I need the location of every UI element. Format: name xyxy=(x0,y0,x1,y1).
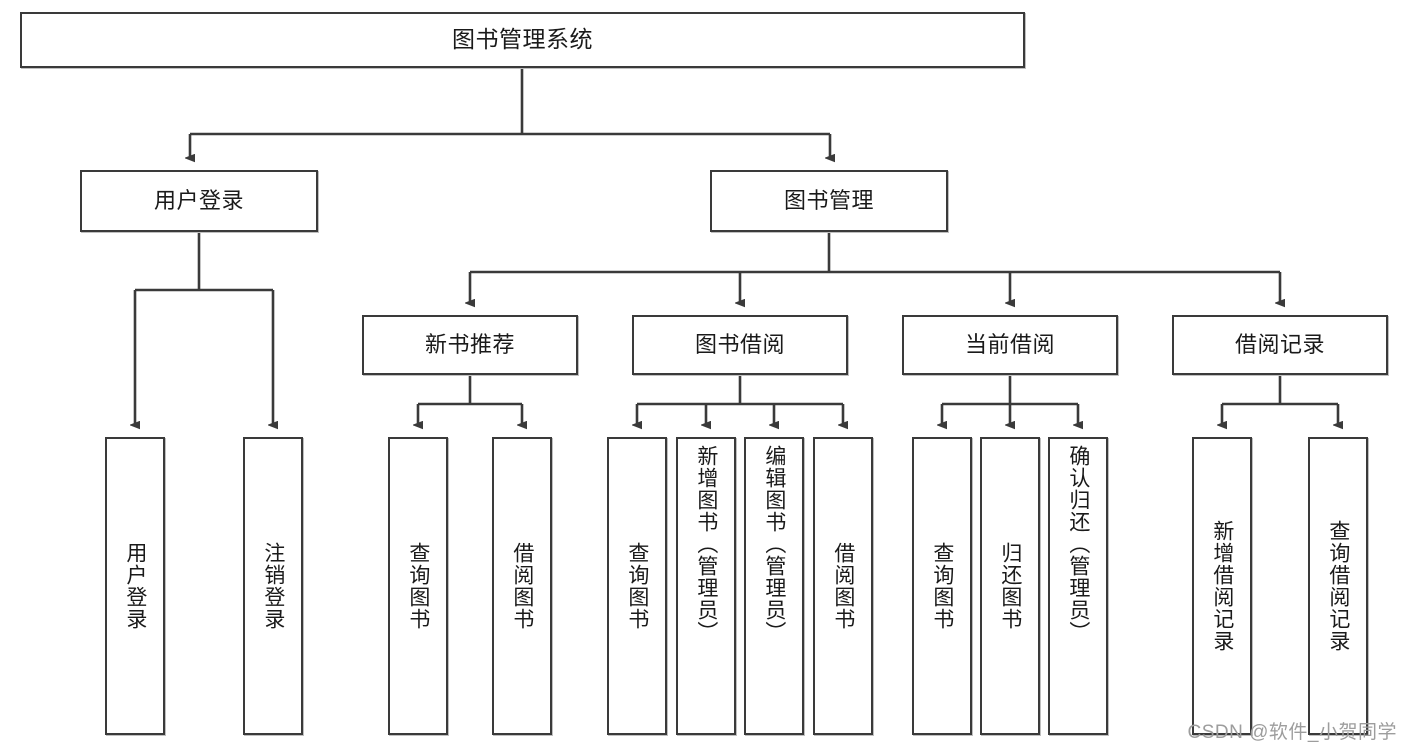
node-user-login[interactable]: 用户登录 xyxy=(80,170,318,232)
node-current-borrow-label: 当前借阅 xyxy=(964,331,1055,357)
leaf-query-book-2[interactable]: 查询图书 xyxy=(607,437,667,735)
leaf-edit-book-label: 编辑图书（管理员） xyxy=(762,445,786,643)
node-book-borrow-label: 图书借阅 xyxy=(694,331,785,357)
node-borrow-record-label: 借阅记录 xyxy=(1234,331,1325,357)
leaf-borrow-book-2-label: 借阅图书 xyxy=(831,542,855,630)
leaf-confirm-return-label: 确认归还（管理员） xyxy=(1066,445,1090,643)
leaf-query-book-3[interactable]: 查询图书 xyxy=(912,437,972,735)
leaf-borrow-book-1-label: 借阅图书 xyxy=(510,542,534,630)
leaf-query-book-3-label: 查询图书 xyxy=(930,542,954,630)
leaf-add-book-label: 新增图书（管理员） xyxy=(694,445,718,643)
leaf-add-record[interactable]: 新增借阅记录 xyxy=(1192,437,1252,735)
leaf-query-book-1[interactable]: 查询图书 xyxy=(388,437,448,735)
leaf-query-book-1-label: 查询图书 xyxy=(406,542,430,630)
leaf-logout-login-label: 注销登录 xyxy=(261,542,285,630)
node-borrow-record[interactable]: 借阅记录 xyxy=(1172,315,1388,375)
node-book-management[interactable]: 图书管理 xyxy=(710,170,948,232)
leaf-query-record[interactable]: 查询借阅记录 xyxy=(1308,437,1368,735)
leaf-return-book-label: 归还图书 xyxy=(998,542,1022,630)
leaf-user-login-label: 用户登录 xyxy=(123,542,147,630)
leaf-borrow-book-1[interactable]: 借阅图书 xyxy=(492,437,552,735)
node-new-book-recommend-label: 新书推荐 xyxy=(424,331,515,357)
node-root[interactable]: 图书管理系统 xyxy=(20,12,1025,68)
leaf-add-record-label: 新增借阅记录 xyxy=(1210,520,1234,652)
node-current-borrow[interactable]: 当前借阅 xyxy=(902,315,1118,375)
node-new-book-recommend[interactable]: 新书推荐 xyxy=(362,315,578,375)
leaf-query-book-2-label: 查询图书 xyxy=(625,542,649,630)
node-book-management-label: 图书管理 xyxy=(783,187,874,213)
leaf-logout-login[interactable]: 注销登录 xyxy=(243,437,303,735)
leaf-add-book[interactable]: 新增图书（管理员） xyxy=(676,437,736,735)
leaf-query-record-label: 查询借阅记录 xyxy=(1326,520,1350,652)
node-book-borrow[interactable]: 图书借阅 xyxy=(632,315,848,375)
node-user-login-label: 用户登录 xyxy=(153,187,244,213)
leaf-confirm-return[interactable]: 确认归还（管理员） xyxy=(1048,437,1108,735)
node-root-label: 图书管理系统 xyxy=(452,26,593,53)
leaf-borrow-book-2[interactable]: 借阅图书 xyxy=(813,437,873,735)
leaf-return-book[interactable]: 归还图书 xyxy=(980,437,1040,735)
leaf-edit-book[interactable]: 编辑图书（管理员） xyxy=(744,437,804,735)
leaf-user-login[interactable]: 用户登录 xyxy=(105,437,165,735)
